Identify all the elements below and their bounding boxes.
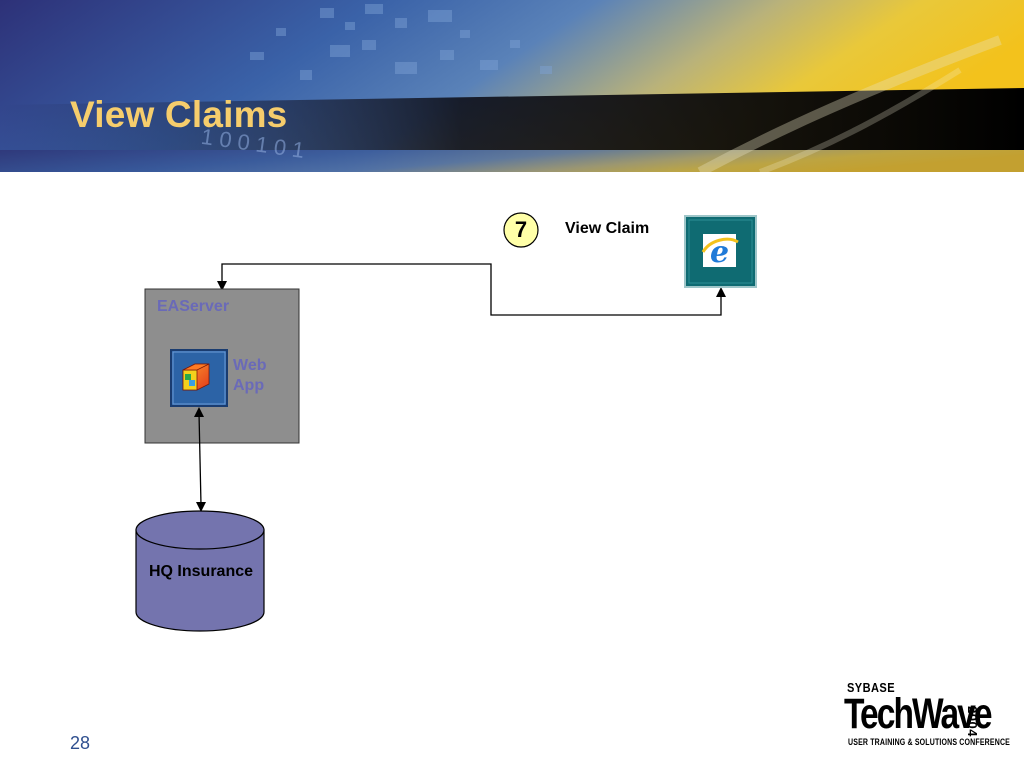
step-number: 7 <box>514 217 528 242</box>
step-badge <box>503 212 539 248</box>
slide-title: View Claims <box>70 94 288 135</box>
logo-tagline: USER TRAINING & SOLUTIONS CONFERENCE <box>848 737 1011 747</box>
database-label: HQ Insurance <box>148 563 254 580</box>
internet-explorer-icon: e <box>684 215 757 288</box>
step-label: View Claim <box>565 220 650 237</box>
server-label: EAServer <box>157 298 230 315</box>
page-number: 28 <box>70 733 91 753</box>
logo-year: 2004 <box>965 706 980 737</box>
arrowhead-to-webapp <box>194 407 204 417</box>
svg-text:e: e <box>710 235 729 270</box>
web-app-label: Web App <box>233 357 267 394</box>
web-app-icon <box>170 349 228 407</box>
connector-webapp-to-db <box>198 412 202 506</box>
arrowhead-to-browser <box>716 287 726 297</box>
header-banner: 1 0 0 1 0 1 <box>0 0 1024 172</box>
logo-product: TechWave <box>844 690 993 738</box>
connector-browser-to-server <box>221 263 722 316</box>
logo-brand: SYBASE <box>847 680 895 695</box>
arrowhead-to-db <box>196 502 206 512</box>
database-cylinder <box>135 510 265 632</box>
techwave-logo: SYBASE TechWave 2004 USER TRAINING & SOL… <box>844 680 1010 750</box>
arrowhead-to-server <box>217 281 227 291</box>
